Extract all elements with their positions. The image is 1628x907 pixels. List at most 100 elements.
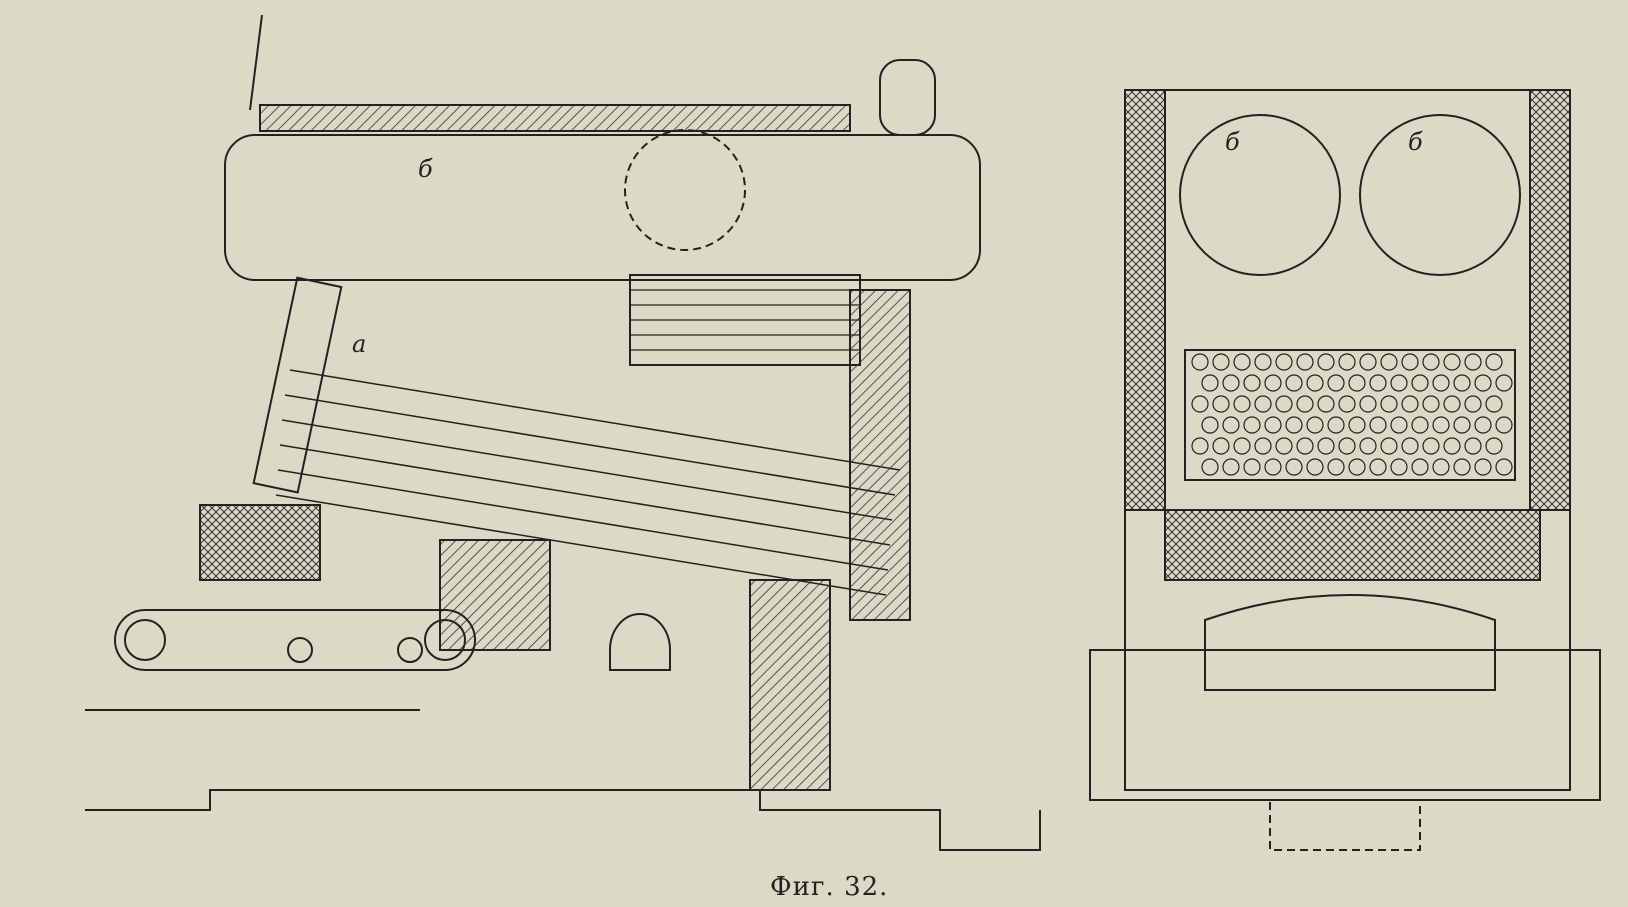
- tube-end: [1390, 374, 1408, 392]
- tube-end: [1285, 416, 1303, 434]
- front-wall: [849, 289, 911, 621]
- tube-end: [1306, 374, 1324, 392]
- tube-end: [1338, 353, 1356, 371]
- foundation: [85, 789, 1041, 851]
- tube-end: [1359, 437, 1377, 455]
- tube-end: [1348, 416, 1366, 434]
- tube-end: [1285, 458, 1303, 476]
- left-drum-section: [1179, 114, 1341, 276]
- tube-end: [1443, 437, 1461, 455]
- tube-end: [1254, 395, 1272, 413]
- tube-end: [1485, 353, 1503, 371]
- tube-end: [1474, 458, 1492, 476]
- tube-end: [1411, 416, 1429, 434]
- rear-wall: [749, 579, 831, 791]
- tube-end: [1401, 353, 1419, 371]
- tube-end: [1432, 374, 1450, 392]
- tube-end: [1401, 395, 1419, 413]
- tube-end: [1495, 374, 1513, 392]
- label-left-drum: б: [1225, 128, 1240, 156]
- tube-end: [1275, 353, 1293, 371]
- tube-end: [1264, 374, 1282, 392]
- tube-end: [1317, 395, 1335, 413]
- tube-end: [1464, 353, 1482, 371]
- top-brickwork: [259, 104, 851, 132]
- tube-end: [1233, 437, 1251, 455]
- tube-end: [1485, 395, 1503, 413]
- tube-end: [1443, 395, 1461, 413]
- tube-end: [1380, 395, 1398, 413]
- tube-end: [1327, 458, 1345, 476]
- tube-end: [1296, 353, 1314, 371]
- tube-end: [1359, 395, 1377, 413]
- tube-end: [1296, 395, 1314, 413]
- tube-end: [1191, 353, 1209, 371]
- tube-end: [1485, 437, 1503, 455]
- tube-end: [1369, 416, 1387, 434]
- tube-end: [1432, 458, 1450, 476]
- tube-end: [1422, 353, 1440, 371]
- tube-ends: [1191, 353, 1513, 476]
- tube-end: [1243, 374, 1261, 392]
- figure-caption: Фиг. 32.: [770, 872, 889, 902]
- tube-end: [1380, 437, 1398, 455]
- tube-end: [1306, 416, 1324, 434]
- end-view-casing: [1124, 89, 1571, 791]
- chain-grate: [114, 609, 476, 671]
- tube-end: [1327, 374, 1345, 392]
- tube-end: [1369, 374, 1387, 392]
- tube-end: [1453, 374, 1471, 392]
- manhole: [624, 129, 746, 251]
- bridge-wall: [439, 539, 551, 651]
- header: [252, 276, 343, 494]
- label-header: а: [352, 330, 367, 358]
- tube-end: [1453, 416, 1471, 434]
- tube-nest: [1184, 349, 1516, 481]
- tube-end: [1233, 353, 1251, 371]
- tube-end: [1317, 353, 1335, 371]
- tube-end: [1243, 416, 1261, 434]
- tube-end: [1422, 395, 1440, 413]
- tube-end: [1201, 416, 1219, 434]
- tube-end: [1327, 416, 1345, 434]
- tube-end: [1191, 395, 1209, 413]
- steam-dome: [879, 59, 936, 136]
- tube-end: [1369, 458, 1387, 476]
- tube-end: [1275, 437, 1293, 455]
- tube-end: [1222, 374, 1240, 392]
- tube-end: [1254, 437, 1272, 455]
- steam-drum: [224, 134, 981, 281]
- tube-end: [1212, 395, 1230, 413]
- tube-end: [1338, 395, 1356, 413]
- tube-end: [1338, 437, 1356, 455]
- tube-end: [1495, 416, 1513, 434]
- tube-end: [1233, 395, 1251, 413]
- tube-end: [1380, 353, 1398, 371]
- tube-end: [1222, 416, 1240, 434]
- tube-end: [1285, 374, 1303, 392]
- tube-end: [1296, 437, 1314, 455]
- tube-end: [1464, 395, 1482, 413]
- tube-end: [1464, 437, 1482, 455]
- tube-end: [1264, 416, 1282, 434]
- tube-end: [1254, 353, 1272, 371]
- tube-end: [1453, 458, 1471, 476]
- label-right-drum: б: [1408, 128, 1423, 156]
- tube-end: [1201, 458, 1219, 476]
- tube-end: [1191, 437, 1209, 455]
- tube-end: [1317, 437, 1335, 455]
- tube-end: [1495, 458, 1513, 476]
- tube-end: [1348, 458, 1366, 476]
- tube-end: [1411, 458, 1429, 476]
- mud-brick: [1164, 509, 1541, 581]
- tube-bank: [275, 369, 901, 596]
- tube-end: [1443, 353, 1461, 371]
- tube-end: [1201, 374, 1219, 392]
- tube-end: [1390, 416, 1408, 434]
- tube-end: [1474, 374, 1492, 392]
- furnace-arch: [1204, 594, 1496, 691]
- tube-end: [1243, 458, 1261, 476]
- tube-end: [1264, 458, 1282, 476]
